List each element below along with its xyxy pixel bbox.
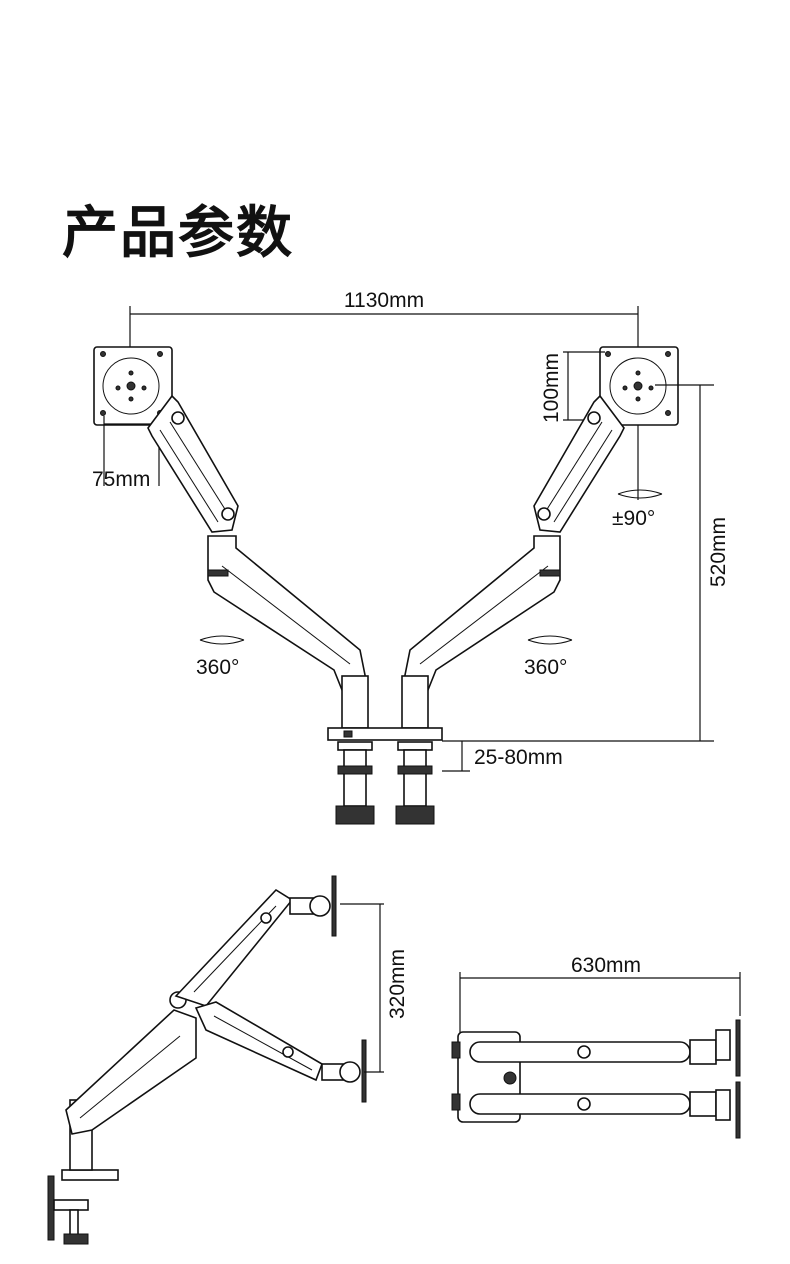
page-title: 产品参数: [62, 201, 294, 266]
left-post: [341, 675, 369, 729]
top-depth-label: 630mm: [571, 954, 641, 977]
side-lower-arm: [65, 1009, 197, 1135]
side-height-label: 320mm: [386, 949, 409, 1019]
side-base-plate: [61, 1169, 119, 1181]
height-max-label: 520mm: [707, 517, 730, 587]
base-plate: [327, 727, 443, 741]
vesa-width-label: 75mm: [92, 468, 150, 491]
width-total-label: 1130mm: [344, 289, 424, 312]
tilt-label: ±90°: [612, 507, 655, 530]
right-post: [401, 675, 429, 729]
desk-thickness-label: 25-80mm: [474, 746, 563, 769]
clamps: [335, 741, 435, 825]
rotation-right-label: 360°: [524, 656, 567, 679]
vesa-height-label: 100mm: [540, 353, 563, 423]
right-upper-arm: [533, 394, 625, 533]
side-view: 320mm: [47, 875, 409, 1245]
front-view: 1130mm 75mm 360°: [92, 289, 730, 825]
top-view: 630mm: [451, 954, 741, 1139]
left-upper-arm: [147, 394, 239, 533]
rotation-left-label: 360°: [196, 656, 239, 679]
